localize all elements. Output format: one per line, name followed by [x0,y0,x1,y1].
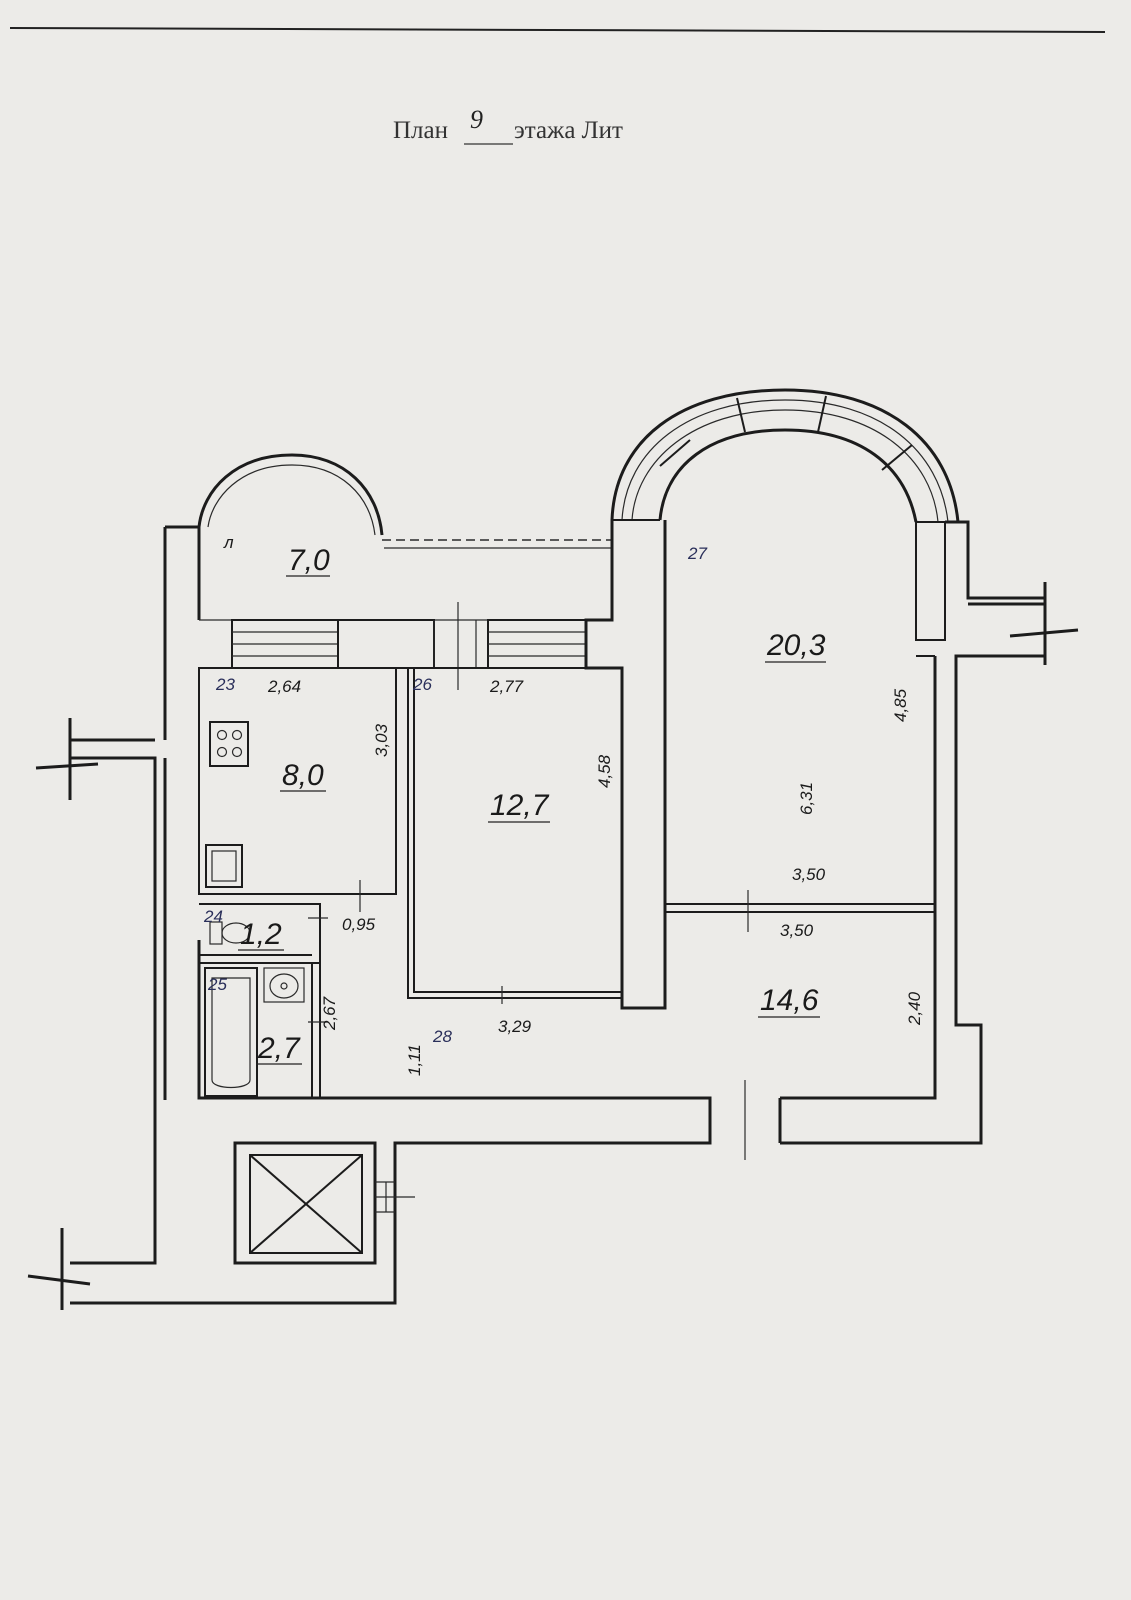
toilet-icon [209,921,251,945]
elevator-shaft [233,1141,415,1265]
room-number-23: 23 [215,675,235,694]
area-balcony: 7,0 [288,544,330,577]
room-number-26: 26 [412,675,432,694]
dim-room-27-height: 6,31 [797,782,816,815]
dim-bath-height: 2,67 [320,996,339,1031]
dim-room-26-bottom: 3,29 [498,1017,532,1036]
sheet-top-line [9,27,1106,33]
dim-kitchen-width: 2,64 [267,677,301,696]
room-number-24: 24 [203,907,223,926]
stove-icon [209,721,249,767]
dim-hall-height: 2,40 [905,991,924,1026]
dim-room-27-right: 4,85 [891,688,910,722]
dim-wc-width: 0,95 [342,915,376,934]
dim-room-27-width: 3,50 [792,865,826,884]
door-ticks [308,880,749,1160]
dim-room-26-height: 4,58 [595,754,614,788]
room-number-25: 25 [207,975,227,994]
area-bath: 2,7 [257,1032,301,1065]
axis-ticks [27,582,1079,1310]
room-number-27: 27 [687,544,707,563]
dim-corridor-width: 1,11 [405,1044,424,1076]
area-kitchen: 8,0 [282,759,324,792]
dim-kitchen-height: 3,03 [372,723,391,757]
dim-hall-width: 3,50 [780,921,814,940]
interior-walls [198,667,935,1098]
balcony-mark: л [223,533,234,552]
small-balcony [197,453,612,621]
plan-title-suffix: этажа Лит [514,117,623,144]
outer-walls [70,520,1047,1305]
plan-title-prefix: План [393,117,448,144]
washbasin-icon [263,967,305,1003]
area-room-26: 12,7 [490,789,550,822]
bathtub-icon [204,967,258,1097]
plan-title-floor: 9 [470,105,483,134]
room-number-28: 28 [432,1027,452,1046]
area-wc: 1,2 [240,918,282,951]
dim-room-26-width: 2,77 [489,677,524,696]
area-room-27: 20,3 [766,629,826,662]
area-hall: 14,6 [760,984,819,1017]
kitchen-sink-icon [205,844,243,888]
